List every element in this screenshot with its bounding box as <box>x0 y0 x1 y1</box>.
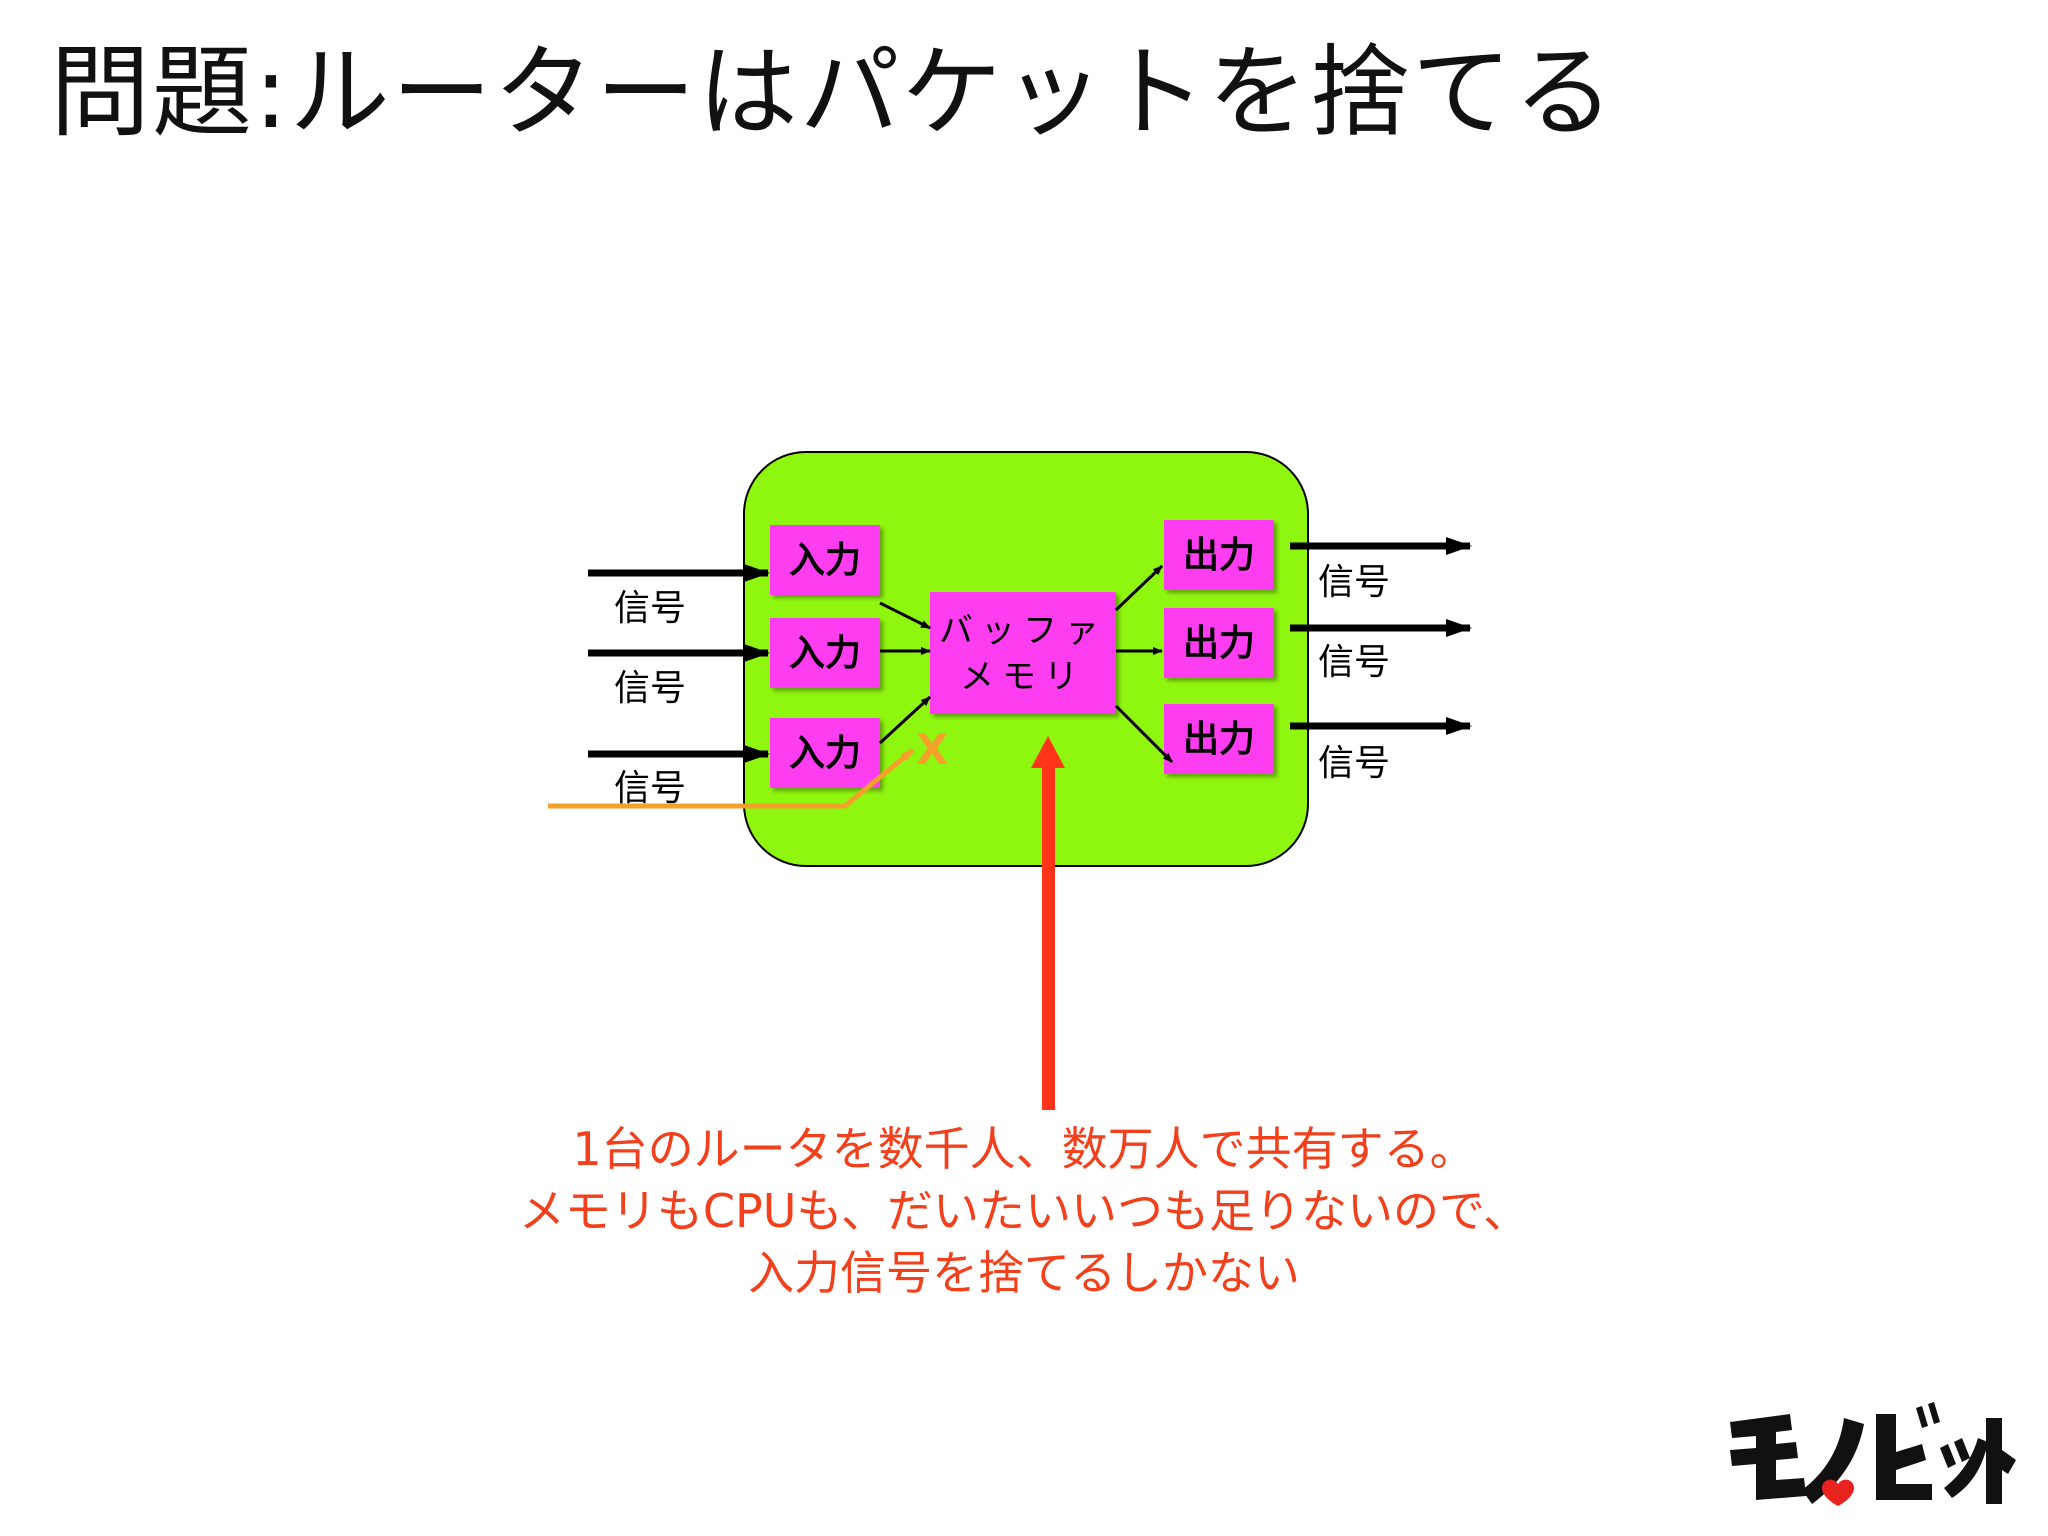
caption-line-3: 入力信号を捨てるしかない <box>748 1246 1300 1300</box>
signal-label: 信号 <box>1318 562 1390 603</box>
caption-line-2: メモリもCPUも、だいたいいつも足りないので、 <box>518 1184 1530 1238</box>
slide-title: 問題:ルーターはパケットを捨てる <box>50 34 1616 151</box>
internal-arrow <box>879 601 931 630</box>
caption: 1台のルータを数千人、数万人で共有する。 メモリもCPUも、だいたいいつも足りな… <box>0 1118 2048 1304</box>
input-box-label: 入力 <box>789 633 861 674</box>
internal-arrow <box>1114 564 1164 612</box>
drop-mark: X <box>916 725 948 774</box>
output-box-1: 出力 <box>1164 520 1274 590</box>
buffer-label-line2: メモリ <box>960 657 1086 697</box>
big-red-arrow <box>1031 736 1065 1110</box>
input-box-2: 入力 <box>770 618 880 688</box>
dropped-signal-line <box>548 748 915 809</box>
caption-line-1: 1台のルータを数千人、数万人で共有する。 <box>572 1122 1476 1176</box>
monobit-logo <box>1730 1402 2016 1506</box>
signal-label: 信号 <box>1318 743 1390 784</box>
output-box-label: 出力 <box>1183 623 1255 664</box>
input-box-label: 入力 <box>789 733 861 774</box>
signal-label: 信号 <box>614 768 686 809</box>
buffer-label-line1: バッファ <box>939 611 1107 651</box>
output-box-3: 出力 <box>1164 704 1274 774</box>
output-box-label: 出力 <box>1183 535 1255 576</box>
signal-label: 信号 <box>614 588 686 629</box>
output-box-2: 出力 <box>1164 608 1274 678</box>
input-box-3: 入力 <box>770 718 880 788</box>
output-box-label: 出力 <box>1183 719 1255 760</box>
buffer-memory-box: バッファ メモリ <box>930 592 1116 714</box>
signal-label: 信号 <box>1318 642 1390 683</box>
internal-arrow <box>878 695 932 745</box>
input-box-1: 入力 <box>770 525 880 595</box>
input-box-label: 入力 <box>789 540 861 581</box>
internal-arrow <box>1114 704 1174 764</box>
signal-label: 信号 <box>614 668 686 709</box>
